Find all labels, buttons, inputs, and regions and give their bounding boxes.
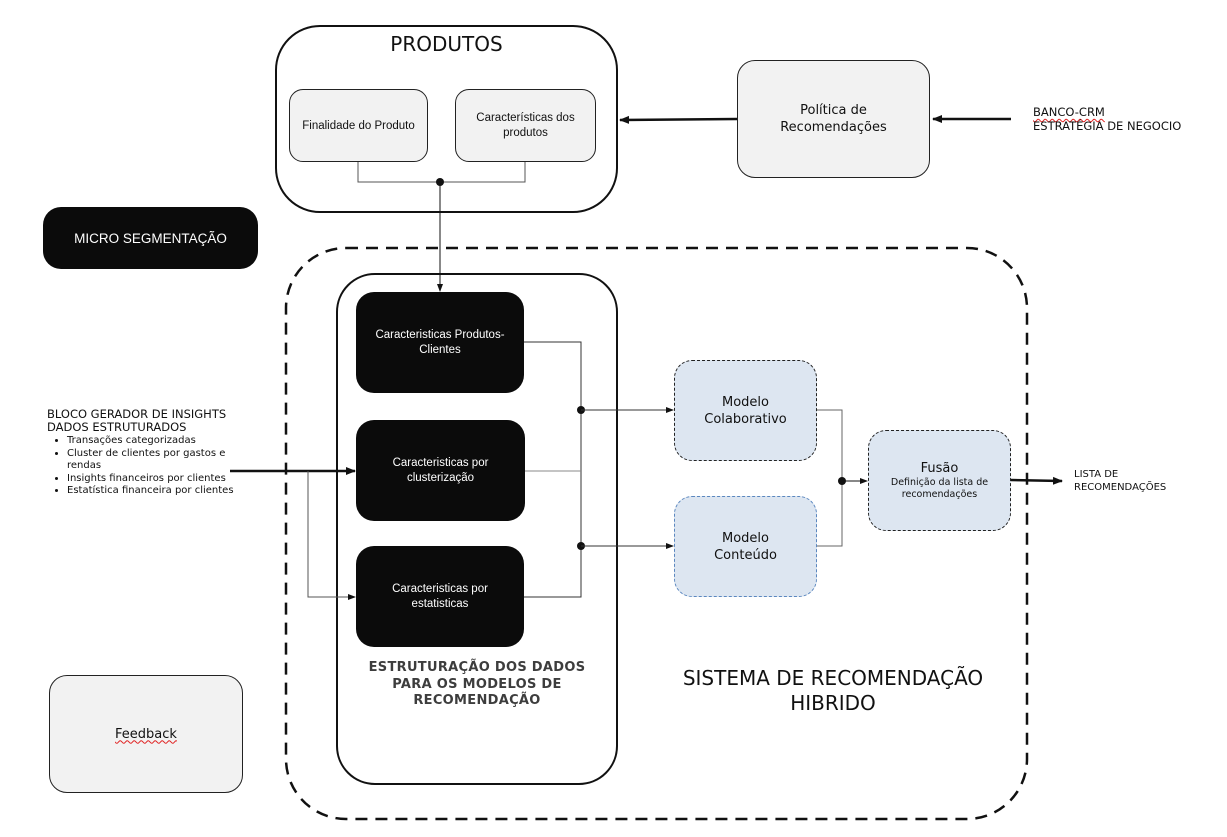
lista-recomendacoes-output: LISTA DE RECOMENDAÇÕES — [1074, 469, 1166, 494]
caracteristicas-produtos-clientes-box[interactable]: Caracteristicas Produtos- Clientes — [356, 292, 524, 393]
micro-segmentacao-label: MICRO SEGMENTAÇÃO — [74, 230, 227, 246]
output-line2: RECOMENDAÇÕES — [1074, 481, 1167, 493]
politica-label-line2: Recomendações — [780, 120, 887, 135]
finalidade-produto-label: Finalidade do Produto — [302, 119, 415, 132]
conteudo-label-line1: Modelo — [722, 530, 769, 546]
conteudo-label-line2: Conteúdo — [714, 547, 777, 563]
output-line1: LISTA DE — [1074, 469, 1119, 480]
models-merge-line — [817, 409, 843, 547]
bloco-title-line1: BLOCO GERADOR DE INSIGHTS — [47, 407, 227, 421]
colaborativo-label-line2: Colaborativo — [704, 411, 787, 427]
caracteristicas-produtos-label-line1: Características dos — [476, 111, 575, 124]
finalidade-produto-box[interactable]: Finalidade do Produto — [289, 89, 428, 162]
box3-label-line2: estatisticas — [411, 597, 469, 610]
bus-junction-top — [577, 406, 585, 414]
estruturacao-label-line1: ESTRUTURAÇÃO DOS DADOS — [368, 660, 586, 675]
bloco-title-line2: DADOS ESTRUTURADOS — [47, 420, 187, 434]
caracteristicas-produtos-label-line2: produtos — [503, 126, 548, 139]
fusao-to-output-arrow — [1010, 476, 1063, 485]
politica-label-line1: Política de — [800, 103, 867, 118]
modelo-colaborativo-box[interactable]: Modelo Colaborativo — [674, 360, 817, 461]
box3-label-line1: Caracteristicas por — [392, 582, 488, 595]
sistema-label-line2: HIBRIDO — [790, 691, 876, 715]
produtos-junction-dot — [436, 178, 444, 186]
fusion-junction-dot — [838, 477, 846, 485]
fusao-sub-line2: recomendações — [901, 488, 978, 500]
bloco-gerador-insights: BLOCO GERADOR DE INSIGHTS DADOS ESTRUTUR… — [47, 408, 267, 498]
bloco-items-list: Transações categorizadas Cluster de clie… — [47, 435, 267, 498]
estruturacao-label-line3: RECOMENDAÇÃO — [413, 693, 541, 708]
politica-recomendacoes-box[interactable]: Política de Recomendações — [737, 60, 930, 178]
banco-crm-label: BANCO-CRM — [1033, 105, 1105, 119]
produtos-title: PRODUTOS — [390, 32, 503, 56]
fusao-sub-line1: Definição da lista de — [890, 476, 989, 488]
estrategia-negocio-label: ESTRATÉGIA DE NEGOCIO — [1033, 119, 1182, 133]
box2-label-line1: Caracteristicas por — [392, 456, 489, 469]
micro-segmentacao-box[interactable]: MICRO SEGMENTAÇÃO — [43, 207, 258, 269]
bloco-item: Cluster de clientes por gastos e rendas — [67, 448, 267, 473]
caracteristicas-produtos-box[interactable]: Características dos produtos — [455, 89, 596, 162]
modelo-conteudo-box[interactable]: Modelo Conteúdo — [674, 496, 817, 597]
bloco-item: Transações categorizadas — [67, 435, 267, 448]
sistema-label-line1: SISTEMA DE RECOMENDAÇÃO — [682, 666, 984, 690]
feedback-box[interactable]: Feedback — [49, 675, 243, 793]
feedback-label: Feedback — [115, 726, 177, 742]
banco-crm-source: BANCO-CRM ESTRATÉGIA DE NEGOCIO — [1033, 105, 1181, 133]
bloco-item: Estatística financeira por clientes — [67, 485, 267, 498]
box1-label-line1: Caracteristicas Produtos- — [375, 328, 505, 341]
caracteristicas-clusterizacao-box[interactable]: Caracteristicas por clusterização — [356, 420, 525, 521]
sistema-hibrido-label: SISTEMA DE RECOMENDAÇÃO HIBRIDO — [660, 666, 1006, 716]
bloco-to-estatisticas-arrow — [307, 471, 356, 600]
caracteristicas-estatisticas-box[interactable]: Caracteristicas por estatisticas — [356, 546, 524, 647]
box2-label-line2: clusterização — [406, 471, 475, 484]
bus-junction-bottom — [577, 542, 585, 550]
bloco-item: Insights financeiros por clientes — [67, 473, 267, 486]
colaborativo-label-line1: Modelo — [722, 394, 769, 410]
fusao-title: Fusão — [920, 460, 959, 476]
estruturacao-label-line2: PARA OS MODELOS DE — [392, 676, 562, 692]
produtos-merge-line — [357, 162, 526, 183]
fusao-box[interactable]: Fusão Definição da lista de recomendaçõe… — [868, 430, 1011, 531]
estruturacao-label: ESTRUTURAÇÃO DOS DADOS PARA OS MODELOS D… — [337, 660, 617, 710]
politica-to-produtos-arrow — [619, 115, 738, 124]
box1-to-bus-line — [524, 341, 582, 598]
box1-label-line2: Clientes — [419, 343, 461, 356]
